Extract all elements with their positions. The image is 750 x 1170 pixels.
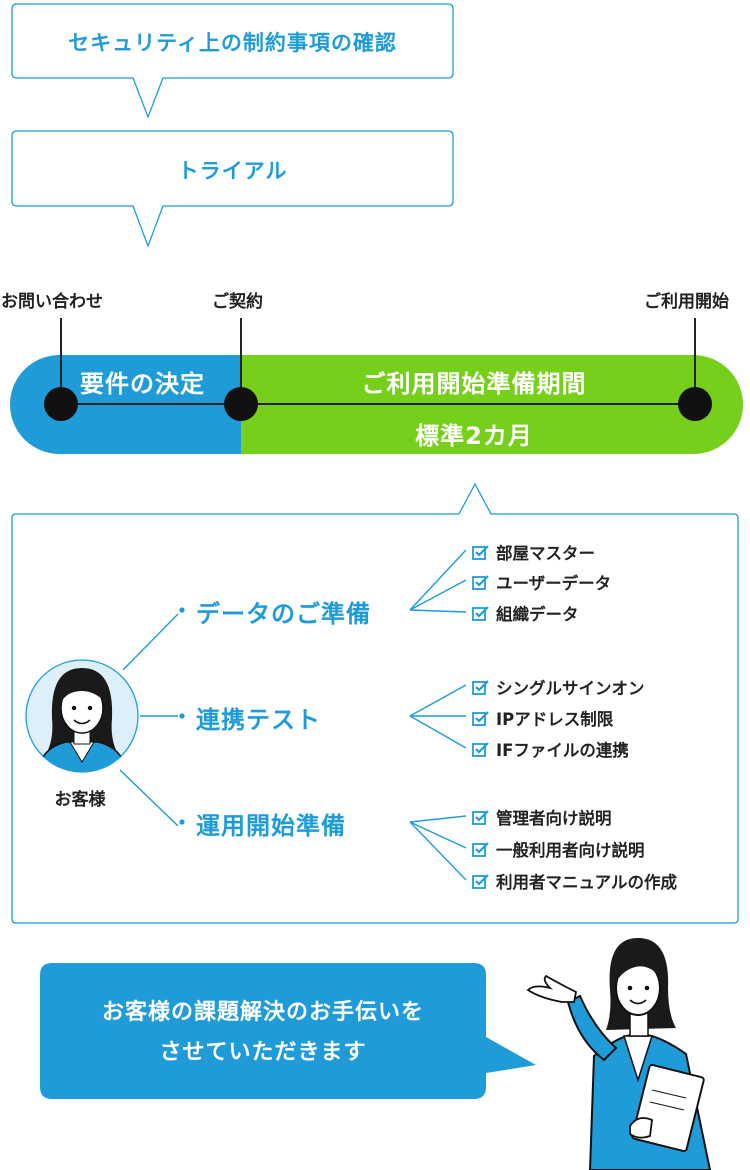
checkbox-icon — [472, 680, 489, 695]
timeline-dot-start — [678, 387, 712, 421]
checkbox-icon — [472, 545, 489, 560]
phase-preparation-duration: 標準2カ月 — [415, 422, 533, 450]
checkbox-icon — [472, 842, 489, 857]
check-item-label: 部屋マスター — [496, 544, 595, 563]
check-item-label: IFファイルの連携 — [496, 741, 629, 760]
marker-label-start: ご利用開始 — [644, 292, 729, 312]
bubble-frames — [11, 3, 454, 248]
cta-bubble — [40, 963, 536, 1099]
checkbox-icon — [472, 575, 489, 590]
marker-label-contract: ご契約 — [212, 292, 263, 312]
check-item: IFファイルの連携 — [472, 737, 629, 761]
check-item-label: 管理者向け説明 — [496, 809, 612, 828]
checkbox-icon — [472, 606, 489, 621]
checkbox-icon — [472, 810, 489, 825]
cta-line-1: お客様の課題解決のお手伝いを — [101, 1000, 424, 1025]
category-integration-test: 連携テスト — [196, 706, 321, 734]
check-item: IPアドレス制限 — [472, 706, 613, 730]
phase-preparation-title: ご利用開始準備期間 — [361, 370, 587, 398]
check-item-label: 組織データ — [496, 605, 579, 624]
check-item: 利用者マニュアルの作成 — [472, 869, 677, 893]
timeline-dot-inquiry — [44, 387, 78, 421]
customer-avatar-icon — [25, 659, 139, 773]
cta-line-2: させていただきます — [159, 1040, 367, 1065]
bubble-trial: トライアル — [177, 159, 288, 183]
check-item: 部屋マスター — [472, 540, 595, 564]
timeline-bar — [10, 318, 743, 454]
check-item: 組織データ — [472, 601, 579, 625]
staff-illustration-icon — [526, 938, 712, 1170]
check-item: シングルサインオン — [472, 675, 645, 699]
category-operation-prep: 運用開始準備 — [196, 812, 346, 840]
check-item: 管理者向け説明 — [472, 805, 612, 829]
check-item-label: シングルサインオン — [496, 679, 645, 698]
check-item-label: 利用者マニュアルの作成 — [496, 873, 678, 892]
bubble-security-check: セキュリティ上の制約事項の確認 — [68, 31, 397, 55]
category-data-prep: データのご準備 — [196, 600, 371, 628]
checkbox-icon — [472, 711, 489, 726]
check-item-label: 一般利用者向け説明 — [496, 841, 645, 860]
timeline-dot-contract — [224, 387, 258, 421]
checkbox-icon — [472, 742, 489, 757]
customer-label: お客様 — [54, 790, 106, 810]
check-item-label: ユーザーデータ — [496, 574, 612, 593]
marker-label-inquiry: お問い合わせ — [1, 292, 103, 312]
detail-box — [11, 482, 739, 924]
phase-requirements-label: 要件の決定 — [80, 370, 205, 398]
check-item-label: IPアドレス制限 — [496, 710, 614, 729]
checkbox-icon — [472, 874, 489, 889]
check-item: ユーザーデータ — [472, 570, 611, 594]
check-item: 一般利用者向け説明 — [472, 837, 645, 861]
